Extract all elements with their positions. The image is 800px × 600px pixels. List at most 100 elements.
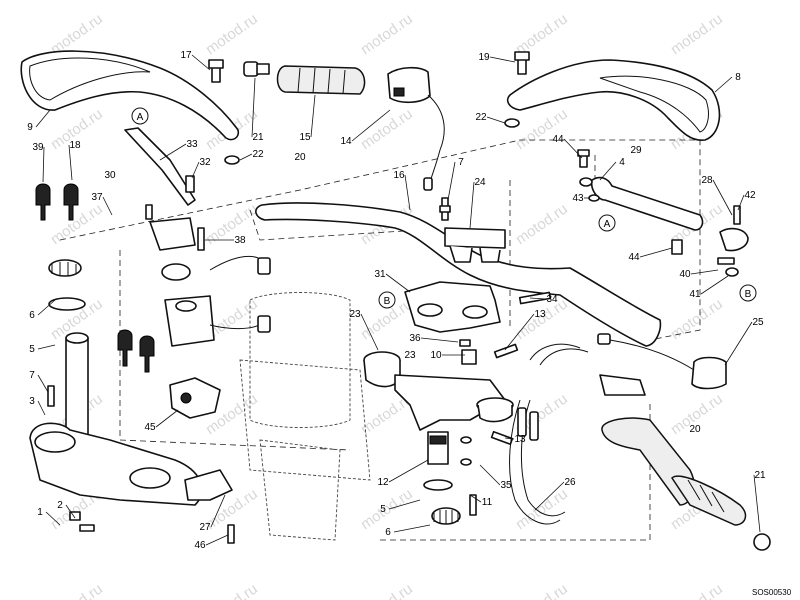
leader-c39: [42, 146, 45, 183]
leader-c42: [737, 194, 745, 211]
bolts-mid: [459, 339, 519, 446]
watermark-text: motod.ru: [48, 580, 106, 600]
watermark-text: motod.ru: [358, 10, 416, 58]
leader-c13: [504, 313, 535, 351]
callout-c6: 6: [29, 310, 35, 321]
reference-label-rB1: B: [384, 296, 391, 307]
leader-c17: [191, 54, 211, 71]
watermark-text: motod.ru: [203, 580, 261, 600]
mirror-left: [20, 50, 240, 141]
leader-c7: [37, 374, 49, 393]
bolt-7-right: [439, 197, 451, 221]
callout-c22: 22: [252, 149, 264, 160]
ignition-assembly: [149, 217, 271, 544]
reference-label-rA1: A: [137, 112, 144, 123]
watermark-text: motod.ru: [358, 580, 416, 600]
callout-c4: 4: [619, 157, 625, 168]
right-grip: [599, 374, 771, 551]
keys: [35, 183, 155, 373]
switch-left: [387, 66, 445, 191]
leader-c6b: [393, 524, 431, 533]
callout-c6b: 6: [385, 527, 391, 538]
callout-c35: 35: [500, 480, 512, 491]
callout-c26: 26: [564, 477, 576, 488]
callout-c1: 1: [37, 507, 43, 518]
steering-stem-center: [423, 431, 477, 525]
callout-c3: 3: [29, 396, 35, 407]
leader-c41: [700, 275, 729, 295]
leader-c5b: [388, 499, 421, 510]
ghost-frame: [239, 292, 371, 541]
leader-c36: [420, 337, 459, 343]
leader-c9: [35, 109, 51, 128]
callout-c45: 45: [144, 422, 156, 433]
callout-c39: 39: [32, 142, 44, 153]
leader-c45: [155, 409, 179, 428]
steering-damper: [577, 149, 749, 277]
leader-lines: [35, 54, 761, 546]
callout-c7b: 7: [458, 157, 464, 168]
leader-c5: [37, 344, 56, 350]
leader-c6: [37, 299, 56, 316]
callout-c21: 21: [252, 132, 264, 143]
callout-c44b: 44: [628, 252, 640, 263]
leader-c27: [210, 494, 226, 528]
callout-c25: 25: [752, 317, 764, 328]
watermark-text: motod.ru: [48, 200, 106, 248]
callout-c37: 37: [91, 192, 103, 203]
callout-c12: 12: [377, 477, 389, 488]
top-triple-clamp: [404, 281, 552, 333]
callout-c46: 46: [194, 540, 206, 551]
leader-c2: [65, 504, 76, 519]
callout-c11: 11: [482, 497, 493, 508]
watermark-text: motod.ru: [203, 200, 261, 248]
watermark-text: motod.ru: [203, 10, 261, 58]
leader-c44: [563, 138, 583, 159]
leader-c25: [724, 321, 753, 366]
reference-label-rB2: B: [745, 289, 752, 300]
watermark-text: motod.ru: [513, 580, 571, 600]
leader-c22b: [486, 116, 506, 124]
leader-c28: [712, 179, 733, 216]
lower-triple-clamp: [363, 351, 514, 431]
leader-c46: [205, 534, 229, 546]
callout-c27: 27: [199, 522, 211, 533]
watermark-text: motod.ru: [668, 580, 726, 600]
callout-c18: 18: [69, 140, 81, 151]
leader-c40: [690, 269, 719, 275]
handlebar: [255, 202, 662, 347]
callout-c38: 38: [234, 235, 246, 246]
callout-c40: 40: [679, 269, 691, 280]
leader-c24: [469, 181, 475, 229]
leader-c37: [102, 196, 113, 216]
callout-c13b: 13: [514, 434, 526, 445]
leader-c12: [388, 459, 429, 483]
callout-c32: 32: [199, 157, 211, 168]
callout-c16: 16: [393, 170, 405, 181]
callout-c42: 42: [744, 190, 756, 201]
callout-c44: 44: [552, 134, 564, 145]
callout-c30: 30: [104, 170, 116, 181]
callout-c29: 29: [630, 145, 642, 156]
mirror-right: [506, 59, 721, 141]
steering-tube-left: [29, 259, 203, 532]
callout-c10: 10: [430, 350, 442, 361]
callout-c5: 5: [29, 344, 35, 355]
callout-c14: 14: [340, 136, 352, 147]
fasteners-top: [208, 51, 530, 165]
leader-c11: [469, 494, 482, 503]
leader-c1: [45, 511, 61, 526]
callout-c22b: 22: [475, 112, 487, 123]
callout-c21b: 21: [754, 470, 766, 481]
watermark-text: motod.ru: [513, 105, 571, 153]
reference-circle-rA2: [598, 214, 616, 232]
leader-c21: [251, 77, 256, 138]
reference-circle-rB2: [739, 284, 757, 302]
leader-c31: [385, 273, 411, 293]
leader-c14: [351, 109, 391, 142]
leader-c23: [360, 313, 379, 351]
callout-c9: 9: [27, 122, 33, 133]
leader-c3: [37, 400, 46, 416]
